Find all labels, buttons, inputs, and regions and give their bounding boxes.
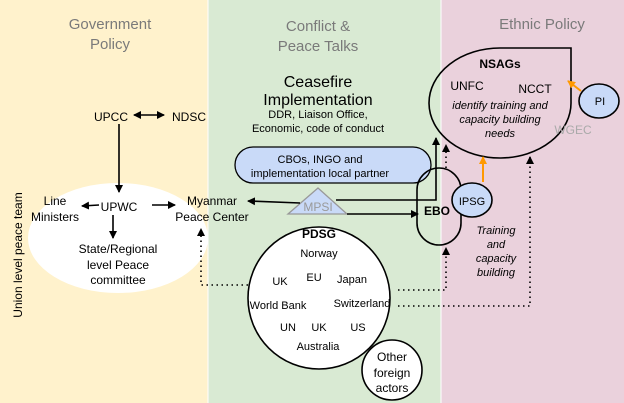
training-label-3: capacity: [476, 253, 518, 265]
conflict-title: Conflict &: [286, 18, 350, 35]
ceasefire-subtitle: DDR, Liaison Office,: [268, 109, 367, 121]
unfc-label: UNFC: [450, 79, 484, 93]
pdsg-member: Australia: [297, 341, 341, 353]
training-label-2: and: [487, 239, 506, 251]
cbo-pill: [234, 146, 432, 184]
upwc-ministers-arrow: [81, 201, 100, 210]
pdsg-member: US: [350, 322, 365, 334]
pdsg-member: EU: [306, 272, 321, 284]
upcc-node: UPCC: [94, 110, 128, 124]
government-title: Government: [69, 16, 152, 33]
wgec-label: WGEC: [554, 123, 592, 137]
ncct-label: NCCT: [518, 82, 552, 96]
pdsg-nsags-dotted-arrow: [398, 156, 534, 307]
training-label: Training: [477, 225, 517, 237]
ceasefire-title-2: Implementation: [263, 92, 372, 109]
pdsg-member: Japan: [337, 274, 367, 286]
ipsg-label: IPSG: [459, 196, 485, 208]
ceasefire-subtitle-2: Economic, code of conduct: [252, 123, 384, 135]
cbo-label-2: implementation local partner: [251, 168, 390, 180]
state-committee-node-3: committee: [90, 273, 146, 287]
other-actors-label-3: actors: [376, 381, 409, 395]
pi-bubble: [578, 83, 620, 119]
other-actors-label-2: foreign: [374, 366, 411, 380]
pdsg-circle: [247, 226, 391, 370]
union-level-label: Union level peace team: [11, 192, 25, 317]
pdsg-member: World Bank: [250, 300, 307, 312]
other-actors-label: Other: [377, 350, 407, 364]
mpc-node-2: Peace Center: [175, 210, 248, 224]
cbo-label: CBOs, INGO and: [278, 154, 363, 166]
line-ministers-node-2: Ministers: [31, 210, 79, 224]
mpsi-label: MPSI: [303, 200, 332, 214]
pdsg-ebo-dotted-arrow: [398, 247, 450, 291]
pdsg-title: PDSG: [302, 227, 336, 241]
mpsi-mpc-arrow: [247, 197, 301, 206]
pi-label: PI: [595, 96, 605, 108]
training-label-4: building: [477, 267, 516, 279]
pdsg-member: UK: [272, 276, 288, 288]
union-ellipse: [28, 183, 208, 293]
mpsi-nsags-arrow: [336, 137, 440, 201]
pdsg-member: UN: [280, 322, 296, 334]
pi-nsags-arrow: [567, 80, 582, 92]
other-actors-circle: [361, 339, 423, 401]
state-committee-node-2: level Peace: [87, 258, 149, 272]
ndsc-node: NDSC: [172, 110, 206, 124]
mpc-node: Myanmar: [187, 194, 237, 208]
ceasefire-title: Ceasefire: [284, 74, 353, 91]
pdsg-member: UK: [311, 322, 327, 334]
needs-label-3: needs: [485, 128, 515, 140]
government-title-2: Policy: [90, 36, 131, 53]
state-committee-node: State/Regional: [79, 242, 158, 256]
conflict-title-2: Peace Talks: [278, 38, 359, 55]
nsags-title: NSAGs: [479, 57, 521, 71]
pdsg-member: Switzerland: [334, 298, 391, 310]
nsags-shape: [428, 47, 572, 159]
ethnic-title: Ethnic Policy: [499, 16, 585, 33]
upwc-node: UPWC: [101, 200, 138, 214]
needs-label-2: capacity building: [459, 114, 541, 126]
pdsg-member: Norway: [300, 248, 338, 260]
needs-label: identify training and: [452, 100, 548, 112]
ebo-label: EBO: [424, 204, 450, 218]
mpsi-triangle: [286, 187, 349, 215]
line-ministers-node: Line: [44, 194, 67, 208]
pdsg-mpc-dotted-arrow: [197, 228, 248, 286]
ipsg-bubble: [451, 182, 493, 218]
